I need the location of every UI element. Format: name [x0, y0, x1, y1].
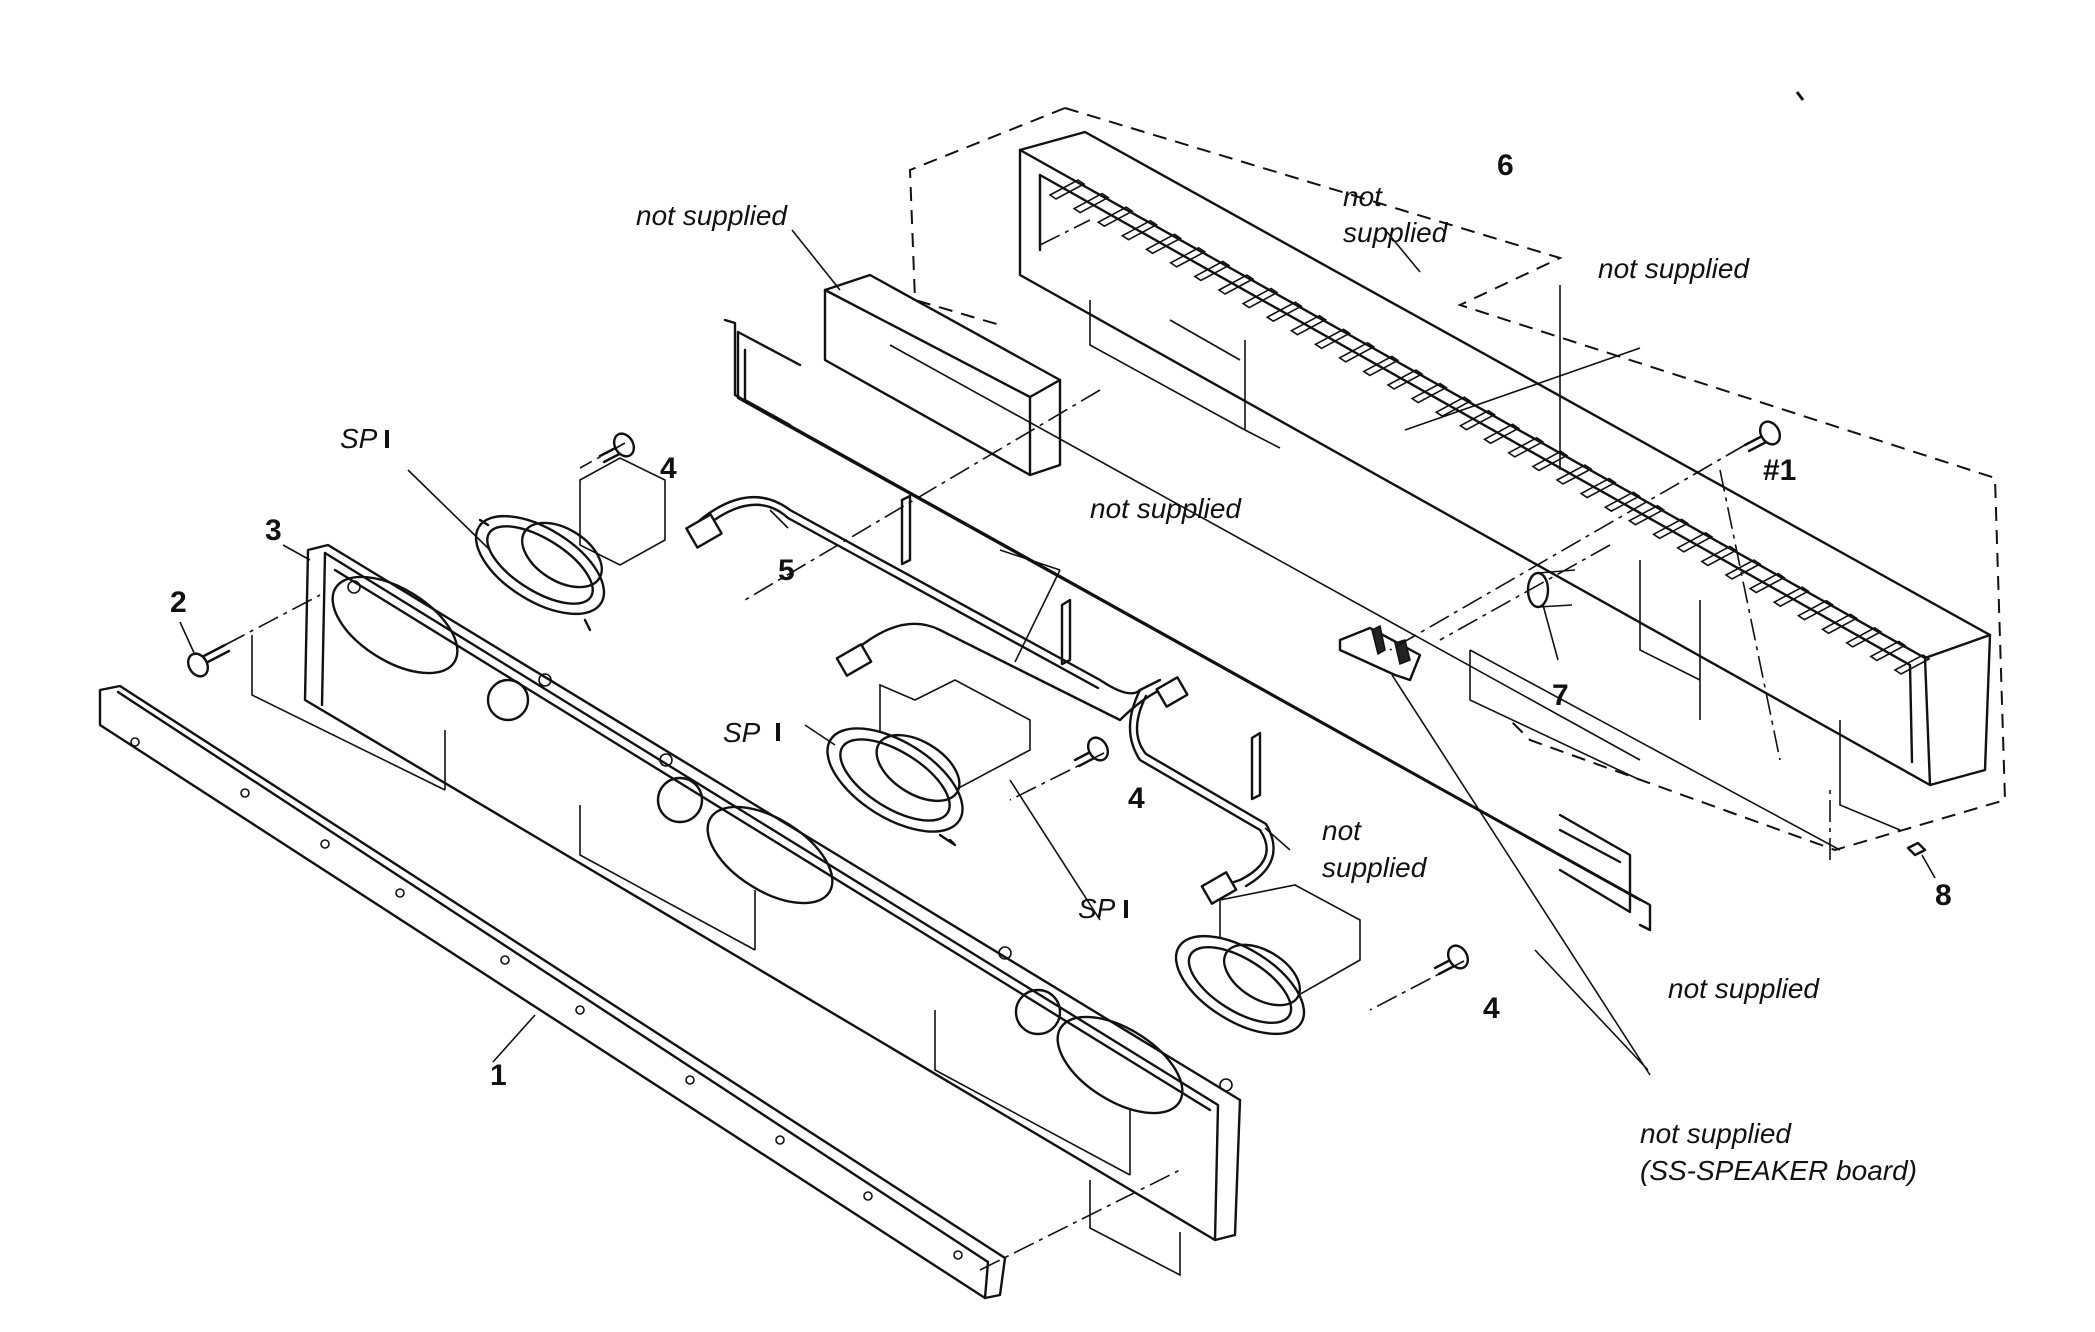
screw-part-4-middle: [1073, 736, 1110, 768]
speaker-label-sp-1: SP: [340, 423, 378, 454]
vent-slat: [1410, 382, 1448, 404]
vent-slat: [1507, 436, 1545, 458]
sp-bar-icon-1: [385, 430, 389, 448]
vent-slat: [1169, 246, 1207, 268]
note-board-line-2: (SS-SPEAKER board): [1640, 1155, 1917, 1186]
note-board-line-1: not supplied: [1640, 1118, 1792, 1149]
cable-clips: [900, 494, 1262, 801]
front-panel-inner-boxes: [251, 635, 1181, 1277]
note-panel-line-1: not: [1343, 181, 1383, 212]
vent-slat: [1796, 599, 1834, 621]
screw-part-hash1: [1743, 420, 1782, 453]
part-number-6: 6: [1497, 149, 1514, 182]
vent-slat: [1748, 572, 1786, 594]
part-number-8: 8: [1935, 879, 1952, 912]
ss-speaker-board: [1338, 624, 1422, 682]
wiring-harness: [685, 495, 1275, 905]
note-not-supplied-top-left: not supplied: [636, 200, 788, 231]
vent-slat: [1217, 274, 1255, 295]
front-panel-frame: [303, 543, 1242, 1242]
vent-slat: [1869, 640, 1907, 662]
vent-slat: [1193, 260, 1231, 282]
note-not-supplied-top-right: not supplied: [1598, 253, 1750, 284]
vent-slat: [1893, 654, 1931, 675]
vent-slat: [1676, 531, 1714, 553]
speaker-label-sp-2: SP: [723, 717, 761, 748]
vent-slat: [1531, 450, 1569, 472]
vent-slat: [1458, 409, 1496, 431]
part-number-5: 5: [778, 554, 795, 587]
vent-slat: [1845, 626, 1883, 648]
vent-slat: [1483, 423, 1521, 445]
assembly-center-lines: [224, 219, 1831, 1271]
vent-slat: [1652, 518, 1690, 540]
vent-slat: [1579, 477, 1617, 499]
part-number-4-lower: 4: [1483, 992, 1500, 1025]
vent-slat: [1724, 559, 1762, 580]
rear-assembly-dashed-outline: [908, 107, 2007, 852]
vent-slat: [1434, 396, 1472, 418]
sp-bar-icon-3: [1124, 900, 1128, 918]
part-number-1: 1: [490, 1059, 507, 1092]
vent-slat: [1072, 192, 1110, 214]
stray-mark: [1795, 91, 1805, 101]
vent-slat: [1265, 301, 1303, 323]
part-number-2: 2: [170, 586, 187, 619]
speaker-unit-left: [474, 457, 666, 632]
part-7-knob: [1526, 569, 1576, 609]
not-supplied-block: [823, 273, 1062, 477]
vent-slat: [1362, 355, 1400, 377]
rear-panel-vent-slats: [1048, 179, 1931, 675]
vent-slat: [1314, 328, 1352, 350]
vent-slat: [1338, 341, 1376, 363]
note-right-mid-line-1: not: [1322, 815, 1362, 846]
leader-lines: [179, 229, 1936, 1076]
screw-part-4-lower: [1433, 944, 1470, 976]
note-right-mid-line-2: supplied: [1322, 852, 1428, 883]
vent-slat: [1241, 287, 1279, 309]
part-number-3: 3: [265, 514, 282, 547]
vent-slat: [1096, 206, 1134, 228]
vent-slat: [1386, 369, 1424, 390]
part-number-4-middle: 4: [1128, 782, 1145, 815]
speaker-label-sp-3: SP: [1078, 893, 1116, 924]
vent-slat: [1048, 179, 1086, 200]
part-number-7: 7: [1552, 679, 1569, 712]
vent-slat: [1555, 464, 1593, 485]
sp-bar-icon-2: [776, 723, 780, 741]
rear-panel: [1018, 130, 1992, 787]
part-8-washer: [1906, 841, 1927, 857]
bottom-rail-bracket: [723, 318, 1652, 932]
vent-slat: [1289, 314, 1327, 336]
part-number-4-upper: 4: [660, 452, 677, 485]
speaker-unit-right: [1174, 884, 1361, 1036]
vent-slat: [1821, 613, 1859, 635]
part-number-hash1: #1: [1763, 454, 1796, 487]
speaker-unit-center: [826, 679, 1031, 847]
note-panel-line-2: supplied: [1343, 217, 1449, 248]
vent-slat: [1603, 491, 1641, 513]
vent-slat: [1120, 219, 1158, 241]
front-grille-bar: [98, 684, 1007, 1300]
vent-slat: [1145, 233, 1183, 255]
vent-slat: [1772, 586, 1810, 608]
note-not-supplied-middle: not supplied: [1090, 493, 1242, 524]
note-not-supplied-bottom-right: not supplied: [1668, 973, 1820, 1004]
screw-part-2: [186, 643, 231, 678]
rear-panel-inner-box: [1089, 300, 1901, 851]
vent-slat: [1627, 504, 1665, 526]
